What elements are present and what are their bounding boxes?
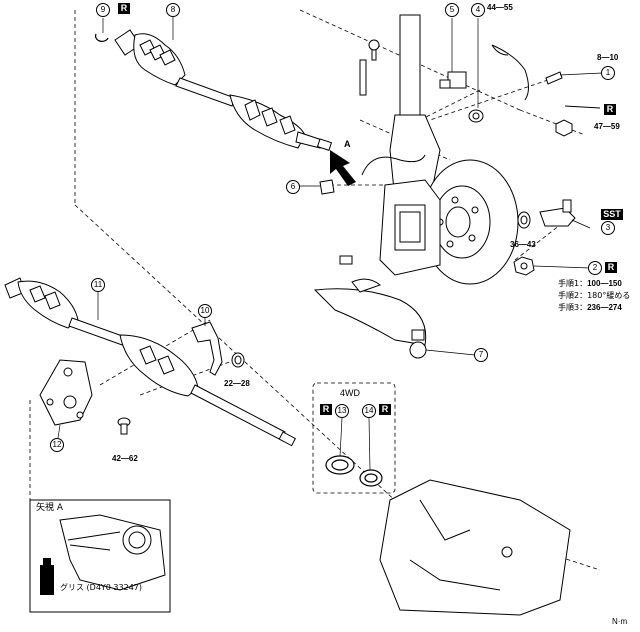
inset-knuckle-view [59, 514, 166, 591]
step-3-label: 手順3： [558, 303, 588, 312]
callout-14: 14 [362, 404, 376, 418]
torque-22-28: 22—28 [224, 379, 250, 388]
callout-3: 3 [601, 221, 615, 235]
bolt-1 [545, 71, 563, 85]
callout-2: 2 [588, 261, 602, 275]
callout-7: 7 [474, 348, 488, 362]
badge-r-circlip: R [118, 3, 130, 14]
callout-10: 10 [198, 304, 212, 318]
tightening-step-1: 手順1：100—150 [558, 278, 622, 290]
caliper-bolt [339, 255, 353, 265]
oil-seal-13 [325, 455, 355, 475]
badge-r-cotter-pin: R [604, 104, 616, 115]
bearing-bracket-12 [39, 359, 93, 426]
drive-shaft-lower [4, 277, 297, 447]
badge-sst: SST [601, 209, 623, 220]
torque-44-55: 44—55 [487, 3, 513, 12]
bolt-42-62 [117, 417, 131, 435]
torque-42-62: 42—62 [112, 454, 138, 463]
callout-13: 13 [335, 404, 349, 418]
nut-4 [468, 109, 484, 123]
unit-label: N·m [612, 617, 628, 626]
step-1-value: 100—150 [587, 279, 622, 288]
lower-arm [313, 278, 427, 359]
step-3-value: 236—274 [587, 303, 622, 312]
badge-r-hub-nut: R [605, 262, 617, 273]
oil-seal-14 [359, 469, 383, 487]
callout-8: 8 [166, 3, 180, 17]
tie-rod-end-3 [539, 199, 576, 227]
torque-36-43: 36—43 [510, 240, 536, 249]
callout-11: 11 [91, 278, 105, 292]
sensor-block-5 [439, 71, 467, 89]
callout-4: 4 [471, 3, 485, 17]
badge-r-seal-13: R [320, 404, 332, 415]
step-2-value: 180°緩める [587, 291, 631, 300]
step-1-label: 手順1： [558, 279, 588, 288]
clip-6 [319, 179, 335, 195]
callout-6: 6 [286, 180, 300, 194]
four-wd-box [312, 382, 396, 494]
leader-lines [57, 17, 603, 471]
callout-9: 9 [96, 3, 110, 17]
nut-22-28 [231, 352, 245, 368]
badge-r-seal-14: R [379, 404, 391, 415]
torque-8-10: 8—10 [597, 53, 619, 62]
arrow-a-label: A [344, 139, 351, 149]
transmission-case [379, 479, 571, 616]
grease-tube-icon [40, 558, 54, 595]
step-2-label: 手順2： [558, 291, 588, 300]
callout-12: 12 [50, 438, 64, 452]
tightening-step-3: 手順3：236—274 [558, 302, 622, 314]
washer-36-43 [517, 211, 531, 229]
heat-shield-10 [191, 321, 223, 376]
view-arrow-a [330, 150, 356, 186]
drive-shaft-upper [114, 29, 333, 151]
tightening-step-2: 手順2：180°緩める [558, 290, 630, 302]
grease-label: グリス (D4Y0 33247) [60, 583, 143, 592]
inset-title: 矢視 A [36, 503, 64, 513]
torque-47-59: 47—59 [594, 122, 620, 131]
four-wd-label: 4WD [340, 388, 360, 398]
brake-caliper [379, 179, 441, 276]
hub-nut-2 [513, 256, 535, 276]
circlip-9 [94, 33, 109, 42]
callout-1: 1 [601, 66, 615, 80]
sensor-wire [361, 44, 529, 176]
nut-47-59 [555, 105, 601, 137]
callout-5: 5 [445, 3, 459, 17]
